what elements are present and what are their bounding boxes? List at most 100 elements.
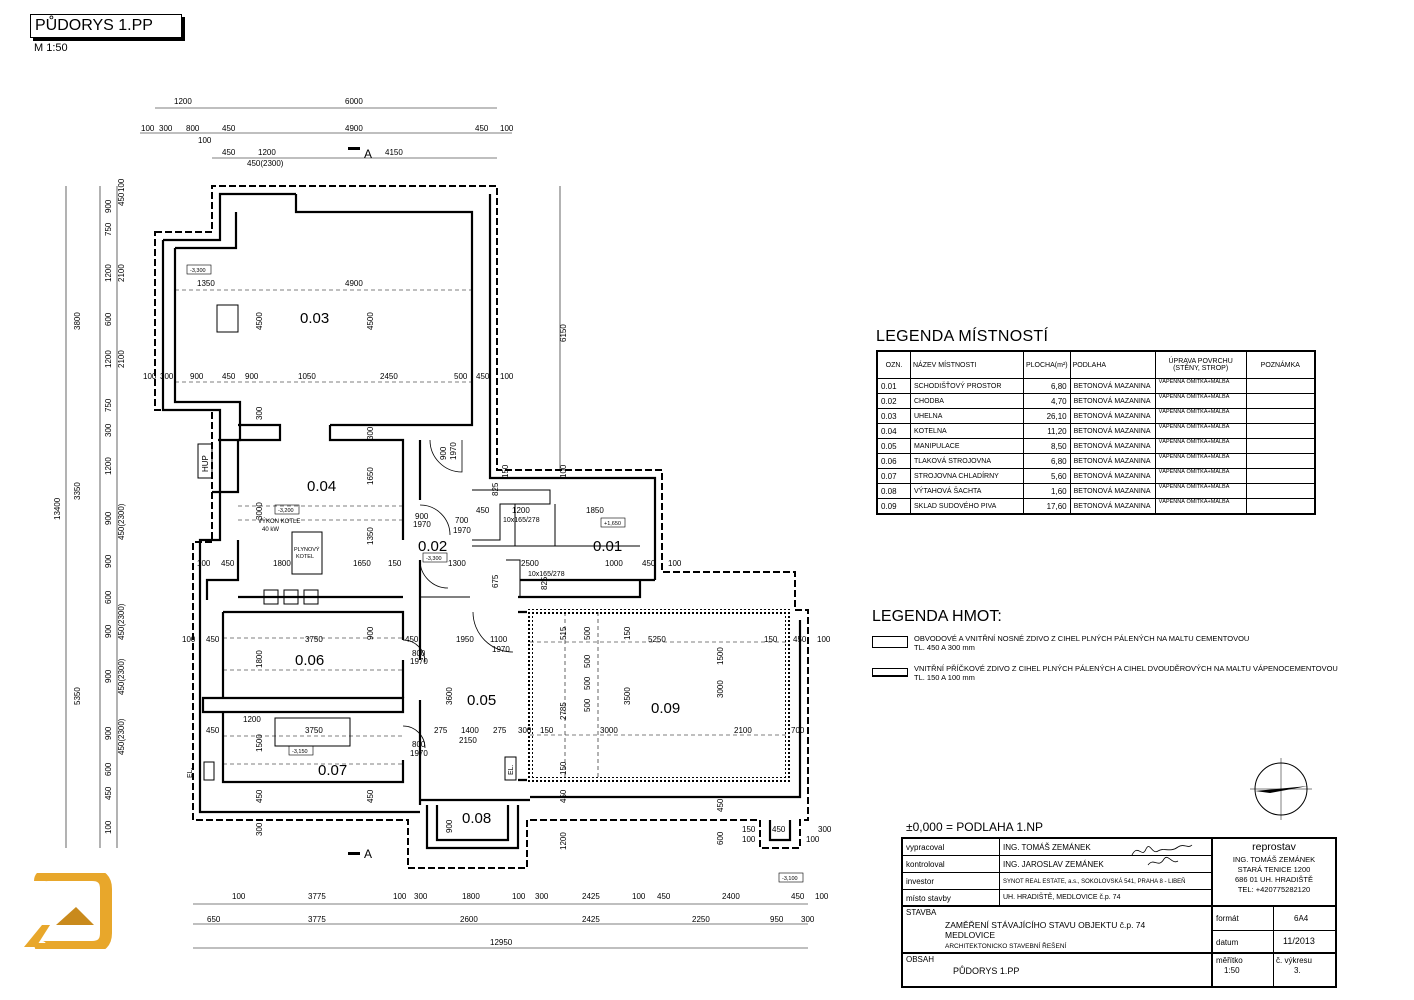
dim-text: 600: [104, 312, 113, 326]
dim-text: 450: [657, 892, 671, 901]
tb-label: formát: [1216, 914, 1239, 923]
dim-text: 450: [559, 789, 568, 803]
dim-text: 300: [255, 822, 264, 836]
tb-value: 11/2013: [1283, 936, 1315, 946]
level-tag: -3,100: [782, 876, 798, 882]
room-legend-cell: BETONOVÁ MAZANINA: [1069, 378, 1156, 394]
material-thickness: TL. 150 A 100 mm: [914, 673, 975, 682]
room-legend-cell: VÁPENNÁ OMÍTKA+MALBA: [1154, 393, 1247, 409]
dim-text: 150: [742, 825, 756, 834]
tb-value: 6A4: [1294, 914, 1309, 923]
dim-text: 1350: [366, 527, 375, 545]
room-legend-cell: UHELNA: [910, 408, 1024, 424]
dim-text: 4150: [385, 148, 403, 157]
room-number: 0.09: [651, 700, 680, 717]
dim-text: 1970: [410, 657, 428, 666]
tb-value: UH. HRADIŠTĚ, MEDLOVICE č.p. 74: [1003, 894, 1121, 901]
dim-text: 600: [104, 762, 113, 776]
top-dimensions: 1200 6000 100 300 800 450 4900 450 100 1…: [141, 97, 514, 168]
room-number: 0.03: [300, 310, 329, 327]
dim-text: 3775: [308, 915, 326, 924]
dim-text: 1500: [255, 734, 264, 752]
el-label: EL.: [187, 767, 194, 778]
room-legend: LEGENDA MÍSTNOSTÍ OZN. NÁZEV MÍSTNOSTI P…: [876, 328, 1316, 515]
dim-text: 900: [366, 626, 375, 640]
room-legend-cell: VÝTAHOVÁ ŠACHTA: [910, 483, 1024, 499]
room-legend-cell: VÁPENNÁ OMÍTKA+MALBA: [1154, 483, 1247, 499]
tb-value: 3.: [1294, 966, 1301, 975]
dim-text: 100: [817, 635, 831, 644]
dim-text: 450: [793, 635, 807, 644]
dim-text: 13400: [53, 497, 62, 520]
outer-dashed-outline: [154, 185, 809, 869]
dim-text: 100: [232, 892, 246, 901]
partition-wall-swatch: [872, 668, 908, 677]
level-tag: -3,200: [278, 508, 294, 514]
dim-text: 100: [104, 820, 113, 834]
dim-text: 2100: [734, 726, 752, 735]
material-legend-item: VNITŘNÍ PŘÍČKOVÉ ZDIVO Z CIHEL PLNÝCH PÁ…: [872, 664, 1342, 690]
dim-text: 450: [716, 798, 725, 812]
dim-text: 500: [583, 654, 592, 668]
dim-text: 100: [117, 178, 126, 192]
dim-text: 700: [455, 516, 469, 525]
hup-label: HUP: [201, 455, 210, 472]
dim-text: 900: [104, 199, 113, 213]
dim-text: 6150: [559, 324, 568, 342]
room-legend-cell: BETONOVÁ MAZANINA: [1069, 453, 1156, 469]
dim-text: 450: [206, 635, 220, 644]
room-legend-cell: VÁPENNÁ OMÍTKA+MALBA: [1154, 423, 1247, 439]
tb-value: ZAMĚŘENÍ STÁVAJÍCÍHO STAVU OBJEKTU č.p. …: [945, 920, 1146, 930]
room-legend-table: OZN. NÁZEV MÍSTNOSTI PLOCHA(m²) PODLAHA …: [876, 350, 1316, 515]
room-legend-cell: 1,60: [1023, 483, 1071, 499]
dim-text: 300: [518, 726, 532, 735]
tb-value: SYNOT REAL ESTATE, a.s., SOKOLOVSKÁ 541,…: [1003, 879, 1186, 885]
room-number: 0.08: [462, 810, 491, 827]
dim-text: 1800: [462, 892, 480, 901]
dim-text: 1200: [512, 506, 530, 515]
room-legend-cell: VÁPENNÁ OMÍTKA+MALBA: [1154, 378, 1247, 394]
level-tag: -3,300: [426, 556, 442, 562]
dim-text: 5250: [648, 635, 666, 644]
level-tags: -3,300 -3,200 -3,300 +1,650 -3,150 -3,10…: [186, 264, 804, 883]
gas-boiler-label: PLYNOVÝ: [294, 546, 320, 553]
room-legend-cell: MANIPULACE: [910, 438, 1024, 454]
room-legend-cell: BETONOVÁ MAZANINA: [1069, 408, 1156, 424]
dim-text: 450: [222, 124, 236, 133]
room-legend-cell: BETONOVÁ MAZANINA: [1069, 438, 1156, 454]
dim-text: 1200: [104, 457, 113, 475]
room-legend-cell: 26,10: [1023, 408, 1071, 424]
dim-text: 750: [104, 398, 113, 412]
dim-text: 2500: [521, 559, 539, 568]
col-header: POZNÁMKA: [1245, 350, 1316, 379]
signature-icon: [1131, 844, 1193, 866]
dim-text: 1200: [174, 97, 192, 106]
dim-text: 900: [104, 624, 113, 638]
dim-text: 6000: [345, 97, 363, 106]
dim-text: 300: [104, 423, 113, 437]
dim-text: 675: [491, 574, 500, 588]
dim-text: 1970: [492, 645, 510, 654]
tb-label: kontroloval: [906, 860, 945, 869]
dim-text: 100: [742, 835, 756, 844]
dim-text: 1350: [197, 279, 215, 288]
col-header: PLOCHA(m²): [1023, 350, 1071, 379]
material-desc: VNITŘNÍ PŘÍČKOVÉ ZDIVO Z CIHEL PLNÝCH PÁ…: [914, 664, 1338, 673]
dim-text: 1050: [298, 372, 316, 381]
dim-text: 2250: [692, 915, 710, 924]
dim-text: 100: [500, 372, 514, 381]
dim-text: 100: [559, 464, 568, 478]
dim-text: 900: [104, 511, 113, 525]
col-header: ÚPRAVA POVRCHU (STĚNY, STROP): [1154, 350, 1247, 379]
north-arrow-icon: [1250, 758, 1312, 820]
el-label: EL.: [508, 764, 515, 775]
room-legend-cell: 6,80: [1023, 378, 1071, 394]
tb-label: datum: [1216, 938, 1239, 947]
gas-boiler-label: KOTEL: [296, 554, 314, 560]
room-legend-cell: 4,70: [1023, 393, 1071, 409]
dim-text: 800: [412, 649, 426, 658]
room-legend-cell: [1245, 378, 1316, 394]
tb-value: ING. TOMÁŠ ZEMÁNEK: [1003, 843, 1091, 852]
